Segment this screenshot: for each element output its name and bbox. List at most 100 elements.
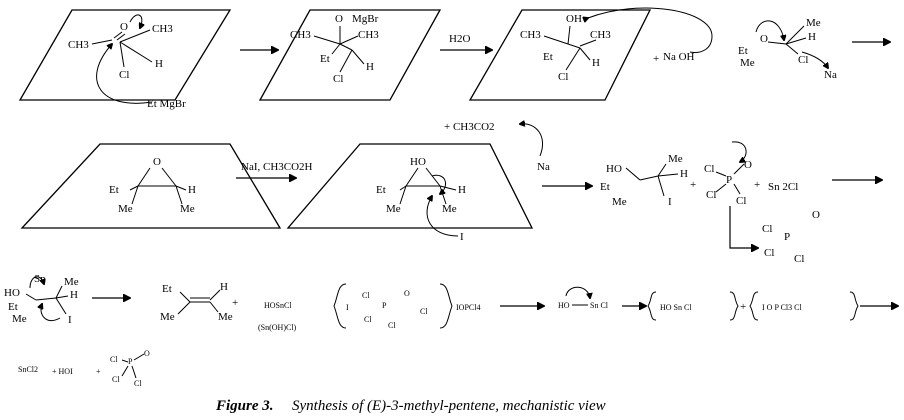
p3-bond-ch3r xyxy=(579,39,597,47)
ep2-bond-6 xyxy=(439,185,457,191)
alk-o: O xyxy=(760,33,768,45)
alk-cl: Cl xyxy=(798,54,808,66)
b1-i: I xyxy=(346,303,349,312)
alk-et: Et xyxy=(738,45,748,57)
p1-bond-co2 xyxy=(116,33,126,41)
plane-5 xyxy=(286,143,534,229)
r3-me1: Me xyxy=(12,313,27,325)
b1-cl1: Cl xyxy=(362,291,370,300)
b1-o: O xyxy=(404,289,410,298)
snohcl: (Sn(OH)Cl) xyxy=(258,323,297,332)
alk-arrow-cl xyxy=(801,51,828,68)
ioh-me1: Me xyxy=(612,196,627,208)
arrow-down-right xyxy=(729,206,758,248)
alk-h: H xyxy=(808,31,816,43)
alk-me2: Me xyxy=(806,17,821,29)
bracket-1-left xyxy=(333,283,347,329)
hosn-sncl: Sn Cl xyxy=(590,301,609,310)
r4-bond-4 xyxy=(131,365,137,379)
p2-h: H xyxy=(366,61,374,73)
r4-cl2: Cl xyxy=(112,375,120,384)
plus-1: + xyxy=(690,179,696,191)
r3-ho: HO xyxy=(4,287,20,299)
alkene-bond-2 xyxy=(177,301,191,315)
p2-bond-et xyxy=(331,43,341,55)
alkene-me1: Me xyxy=(160,311,175,323)
pocl3b-cl1: Cl xyxy=(762,223,772,235)
p2-bond-cc xyxy=(339,43,353,51)
p2-et: Et xyxy=(320,53,330,65)
b1-cl4: Cl xyxy=(420,307,428,316)
ep2-bond-4 xyxy=(399,185,407,191)
ep2-ho: HO xyxy=(410,156,426,168)
hosncl: HOSnCl xyxy=(264,301,292,310)
ep2-bond-7 xyxy=(439,185,447,205)
hosn-arrow xyxy=(565,286,590,298)
hoi: + HOI xyxy=(52,367,73,376)
r4-bond-3 xyxy=(121,365,129,377)
ioh-bond-2 xyxy=(639,175,659,181)
ep2-me1: Me xyxy=(386,203,401,215)
ep2-me2: Me xyxy=(442,203,457,215)
ioh-i: I xyxy=(668,196,672,208)
r4-cl3: Cl xyxy=(134,379,142,388)
ep2-h: H xyxy=(458,184,466,196)
p2-cl: Cl xyxy=(333,73,343,85)
p1-bond-ch xyxy=(119,41,153,63)
sncl2: SnCl2 xyxy=(18,365,38,374)
ep2-iodide: I xyxy=(460,231,464,243)
reagent-nai: NaI, CH3CO2H xyxy=(241,161,313,173)
p1-bond-co xyxy=(113,31,123,39)
p2-mgbr: MgBr xyxy=(352,13,379,25)
ioh-ho: HO xyxy=(606,163,622,175)
sncl: Sn 2Cl xyxy=(768,181,798,193)
ep1-et: Et xyxy=(109,184,119,196)
r4-o: O xyxy=(144,349,150,358)
bracket-3-left xyxy=(749,291,759,321)
p1-bond-ch3 xyxy=(91,39,113,45)
pocl3b-cl3: Cl xyxy=(794,253,804,265)
p1-bond-ccl xyxy=(119,41,125,68)
alk-bond-2 xyxy=(785,25,805,45)
pocl3-o: O xyxy=(744,159,752,171)
p1-arrow-o xyxy=(129,14,142,28)
alkene-me2: Me xyxy=(218,311,233,323)
p2-ch3-right: CH3 xyxy=(358,29,379,41)
alk-na: Na xyxy=(824,69,837,81)
r3-i: I xyxy=(68,314,72,326)
alkene-plus: + xyxy=(232,297,238,309)
ep1-o: O xyxy=(153,156,161,168)
acetate-arrow xyxy=(520,124,543,157)
pocl3-p: P xyxy=(726,174,732,186)
pocl3-cl3: Cl xyxy=(736,195,746,207)
pocl3-bond-2 xyxy=(733,163,745,175)
p2-bond-ch3l xyxy=(313,35,341,45)
ioh-bond-5 xyxy=(657,175,665,197)
ep1-bond-2 xyxy=(161,167,177,187)
r4-plus: + xyxy=(96,367,101,376)
ep1-bond-4 xyxy=(129,185,139,191)
alkene-et: Et xyxy=(162,283,172,295)
alkene-bond-5 xyxy=(209,301,219,313)
p3-h: H xyxy=(592,57,600,69)
p1-h: H xyxy=(155,58,163,70)
ioh-h: H xyxy=(680,168,688,180)
r4-cl1: Cl xyxy=(110,355,118,364)
alk-arrow-o xyxy=(755,20,784,40)
pocl3-arrow xyxy=(731,141,747,162)
p3-bond-cc xyxy=(567,43,581,49)
r4-bond-1 xyxy=(121,359,129,363)
na-ion: Na xyxy=(537,161,550,173)
alkene-bond-4 xyxy=(209,289,221,301)
p3-bond-ch3l xyxy=(543,35,569,45)
alk-me1: Me xyxy=(740,57,755,69)
p3-naoh: Na OH xyxy=(663,51,695,63)
p2-bond-ch3r xyxy=(339,35,359,45)
figure-caption-text: Synthesis of (E)-3-methyl-pentene, mecha… xyxy=(292,398,606,414)
pocl3-bond-1 xyxy=(715,171,727,177)
ep2-arrow-iodide xyxy=(426,196,459,237)
pocl3-bond-4 xyxy=(733,183,741,195)
ep1-bond-1 xyxy=(137,167,151,187)
b1-cl3: Cl xyxy=(388,321,396,330)
